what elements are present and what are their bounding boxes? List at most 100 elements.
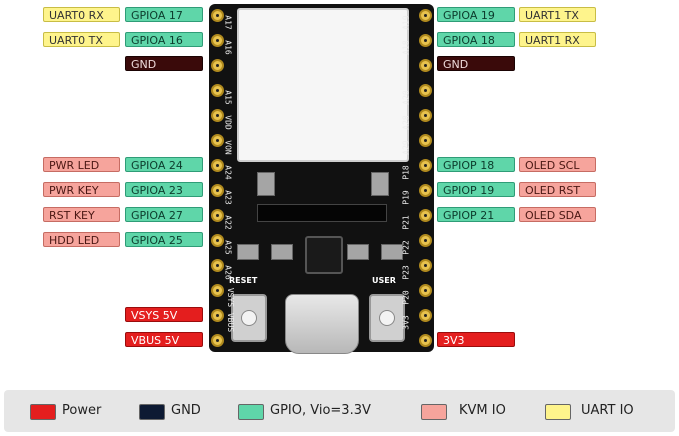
silk-right-12: 3V3 [401,315,411,330]
pin-r10 [419,234,432,247]
silk-left-8: A22 [223,215,233,230]
silk-right-9: P22 [401,240,411,255]
silk-right-0: A19 [401,15,411,30]
led-component-2 [371,172,389,196]
wifi-module-shield [237,8,409,162]
silk-left-5: VON [223,140,233,155]
silk-left-0: A17 [223,15,233,30]
legend: Power GND GPIO, Vio=3.3V KVM IO UART IO [4,390,675,432]
reset-text: RESET [229,276,258,285]
smd-cap-1 [237,244,259,260]
label-uart0-rx: UART0 RX [43,7,120,22]
silk-right-5: A29 [401,140,411,155]
pin-l2 [211,34,224,47]
user-button[interactable] [369,294,405,342]
pin-r2 [419,34,432,47]
legend-gpio-swatch [238,404,264,420]
pin-r5 [419,109,432,122]
pin-r6 [419,134,432,147]
usb-c-port [285,294,359,354]
label-gpioa23: GPIOA 23 [125,182,203,197]
label-gpioa24: GPIOA 24 [125,157,203,172]
mcu-chip [305,236,343,274]
label-gpioa25: GPIOA 25 [125,232,203,247]
pin-l9 [211,209,224,222]
pin-r3 [419,59,432,72]
legend-gnd-label: GND [171,403,201,418]
smd-cap-2 [271,244,293,260]
label-oled-scl: OLED SCL [519,157,596,172]
legend-gpio-label: GPIO, Vio=3.3V [270,403,371,418]
label-gnd-right: GND [437,56,515,71]
silk-left-4: VDD [223,115,233,130]
led-component [257,172,275,196]
pin-r14 [419,334,432,347]
legend-kvm-label: KVM IO [459,403,506,418]
silk-right-4: A28 [401,115,411,130]
label-rst-key: RST KEY [43,207,120,222]
label-gpioa17: GPIOA 17 [125,7,203,22]
legend-power-label: Power [62,403,102,418]
label-3v3: 3V3 [437,332,515,347]
legend-uart-label: UART IO [581,403,634,418]
legend-power-swatch [30,404,56,420]
silk-right-6: P18 [401,165,411,180]
label-oled-sda: OLED SDA [519,207,596,222]
label-vbus-5v: VBUS 5V [125,332,203,347]
silk-left-12: VBUS [226,312,236,333]
label-pwr-led: PWR LED [43,157,120,172]
silk-left-6: A24 [223,165,233,180]
silk-right-10: P23 [401,265,411,280]
smd-cap-3 [347,244,369,260]
pin-l7 [211,159,224,172]
pin-r4 [419,84,432,97]
pin-l5 [211,109,224,122]
label-pwr-key: PWR KEY [43,182,120,197]
label-gpiop18: GPIOP 18 [437,157,515,172]
pin-r7 [419,159,432,172]
label-uart1-tx: UART1 TX [519,7,596,22]
pin-l10 [211,234,224,247]
label-gpioa16: GPIOA 16 [125,32,203,47]
pin-l14 [211,334,224,347]
label-gpioa18: GPIOA 18 [437,32,515,47]
pin-l6 [211,134,224,147]
label-uart0-tx: UART0 TX [43,32,120,47]
label-gpioa19: GPIOA 19 [437,7,515,22]
silk-left-11: VSYS [226,287,236,308]
label-gnd-left: GND [125,56,203,71]
label-gpiop21: GPIOP 21 [437,207,515,222]
silk-left-10: A26 [223,265,233,280]
pin-l8 [211,184,224,197]
pin-r1 [419,9,432,22]
pin-l4 [211,84,224,97]
pin-l3 [211,59,224,72]
user-text: USER [372,276,396,285]
pin-l12 [211,284,224,297]
legend-gnd-swatch [139,404,165,420]
pin-r9 [419,209,432,222]
pin-l13 [211,309,224,322]
silk-right-7: P19 [401,190,411,205]
silk-right-1: A18 [401,40,411,55]
pin-r11 [419,259,432,272]
label-oled-rst: OLED RST [519,182,596,197]
pin-r12 [419,284,432,297]
label-vsys-5v: VSYS 5V [125,307,203,322]
pin-l11 [211,259,224,272]
reset-button[interactable] [231,294,267,342]
smd-cap-4 [381,244,403,260]
fpc-connector [257,204,387,222]
pin-r13 [419,309,432,322]
silk-left-3: A15 [223,90,233,105]
label-uart1-rx: UART1 RX [519,32,596,47]
silk-right-3: A20 [401,90,411,105]
silk-right-11: P20 [401,290,411,305]
silk-left-9: A25 [223,240,233,255]
silk-left-7: A23 [223,190,233,205]
legend-uart-swatch [545,404,571,420]
label-gpiop19: GPIOP 19 [437,182,515,197]
pin-r8 [419,184,432,197]
label-hdd-led: HDD LED [43,232,120,247]
